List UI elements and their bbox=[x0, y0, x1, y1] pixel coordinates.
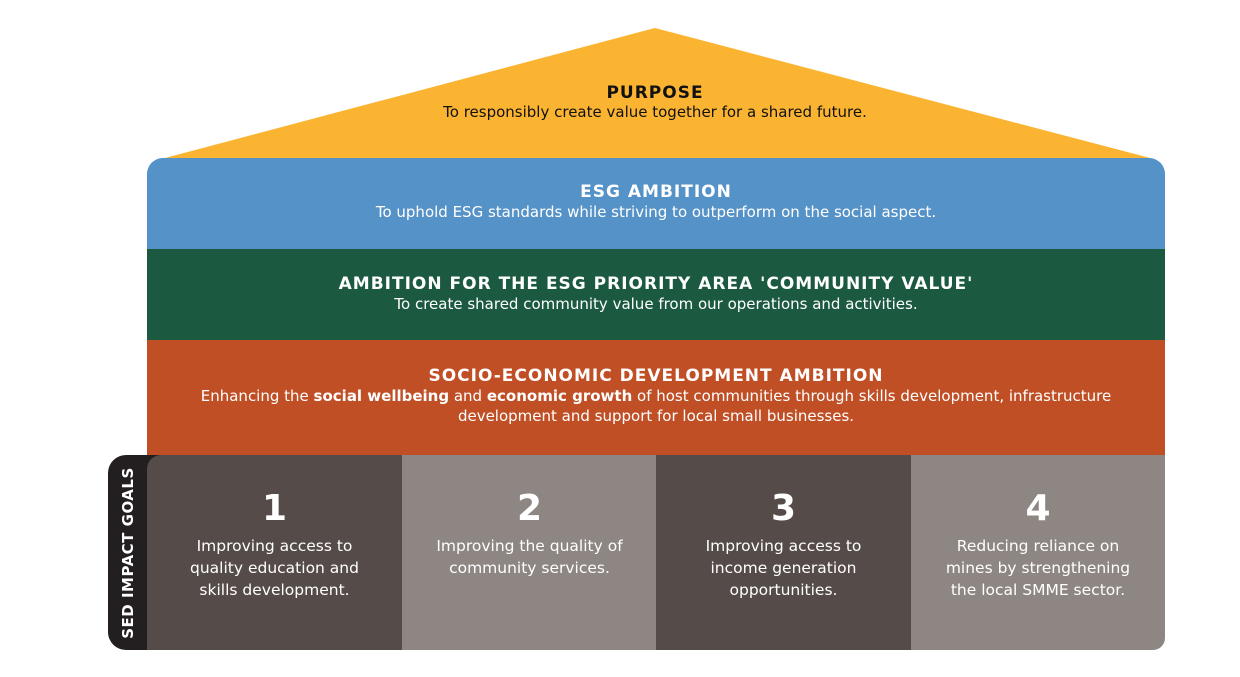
goal-text: Improving access to income generation op… bbox=[705, 537, 862, 599]
priority-area-text: To create shared community value from ou… bbox=[394, 295, 918, 313]
goals-label: SED IMPACT GOALS bbox=[108, 455, 148, 650]
priority-area-title: AMBITION FOR THE ESG PRIORITY AREA 'COMM… bbox=[338, 274, 974, 294]
esg-ambition-title: ESG AMBITION bbox=[580, 182, 732, 202]
goal-text: Improving the quality of community servi… bbox=[436, 537, 623, 577]
goal-card: 4 Reducing reliance on mines by strength… bbox=[911, 455, 1165, 650]
bold-text: social wellbeing bbox=[313, 387, 450, 405]
goal-text: Improving access to quality education an… bbox=[190, 537, 359, 599]
esg-ambition-text: To uphold ESG standards while striving t… bbox=[375, 203, 937, 221]
goal-card: 1 Improving access to quality education … bbox=[147, 455, 402, 650]
text: Enhancing the bbox=[200, 387, 314, 405]
roof bbox=[165, 28, 1150, 158]
text: of host communities through skills devel… bbox=[457, 387, 1112, 425]
text: and bbox=[449, 387, 487, 405]
goal-card: 3 Improving access to income generation … bbox=[656, 455, 911, 650]
bold-text: economic growth bbox=[486, 387, 633, 405]
goal-number: 1 bbox=[261, 488, 288, 529]
purpose-section: PURPOSE To responsibly create value toge… bbox=[300, 83, 1010, 121]
esg-ambition-band: ESG AMBITION To uphold ESG standards whi… bbox=[147, 158, 1165, 249]
sed-ambition-text: Enhancing the social wellbeing and econo… bbox=[187, 386, 1125, 426]
goal-number: 3 bbox=[770, 488, 797, 529]
goals-label-text: SED IMPACT GOALS bbox=[119, 466, 137, 639]
goal-text: Reducing reliance on mines by strengthen… bbox=[945, 537, 1131, 599]
goal-number: 2 bbox=[516, 488, 543, 529]
sed-ambition-title: SOCIO-ECONOMIC DEVELOPMENT AMBITION bbox=[428, 366, 884, 386]
sed-ambition-band: SOCIO-ECONOMIC DEVELOPMENT AMBITION Enha… bbox=[147, 340, 1165, 455]
goal-card: 2 Improving the quality of community ser… bbox=[402, 455, 657, 650]
priority-area-band: AMBITION FOR THE ESG PRIORITY AREA 'COMM… bbox=[147, 249, 1165, 340]
purpose-text: To responsibly create value together for… bbox=[443, 103, 867, 121]
goal-number: 4 bbox=[1025, 488, 1051, 529]
purpose-title: PURPOSE bbox=[606, 83, 704, 103]
